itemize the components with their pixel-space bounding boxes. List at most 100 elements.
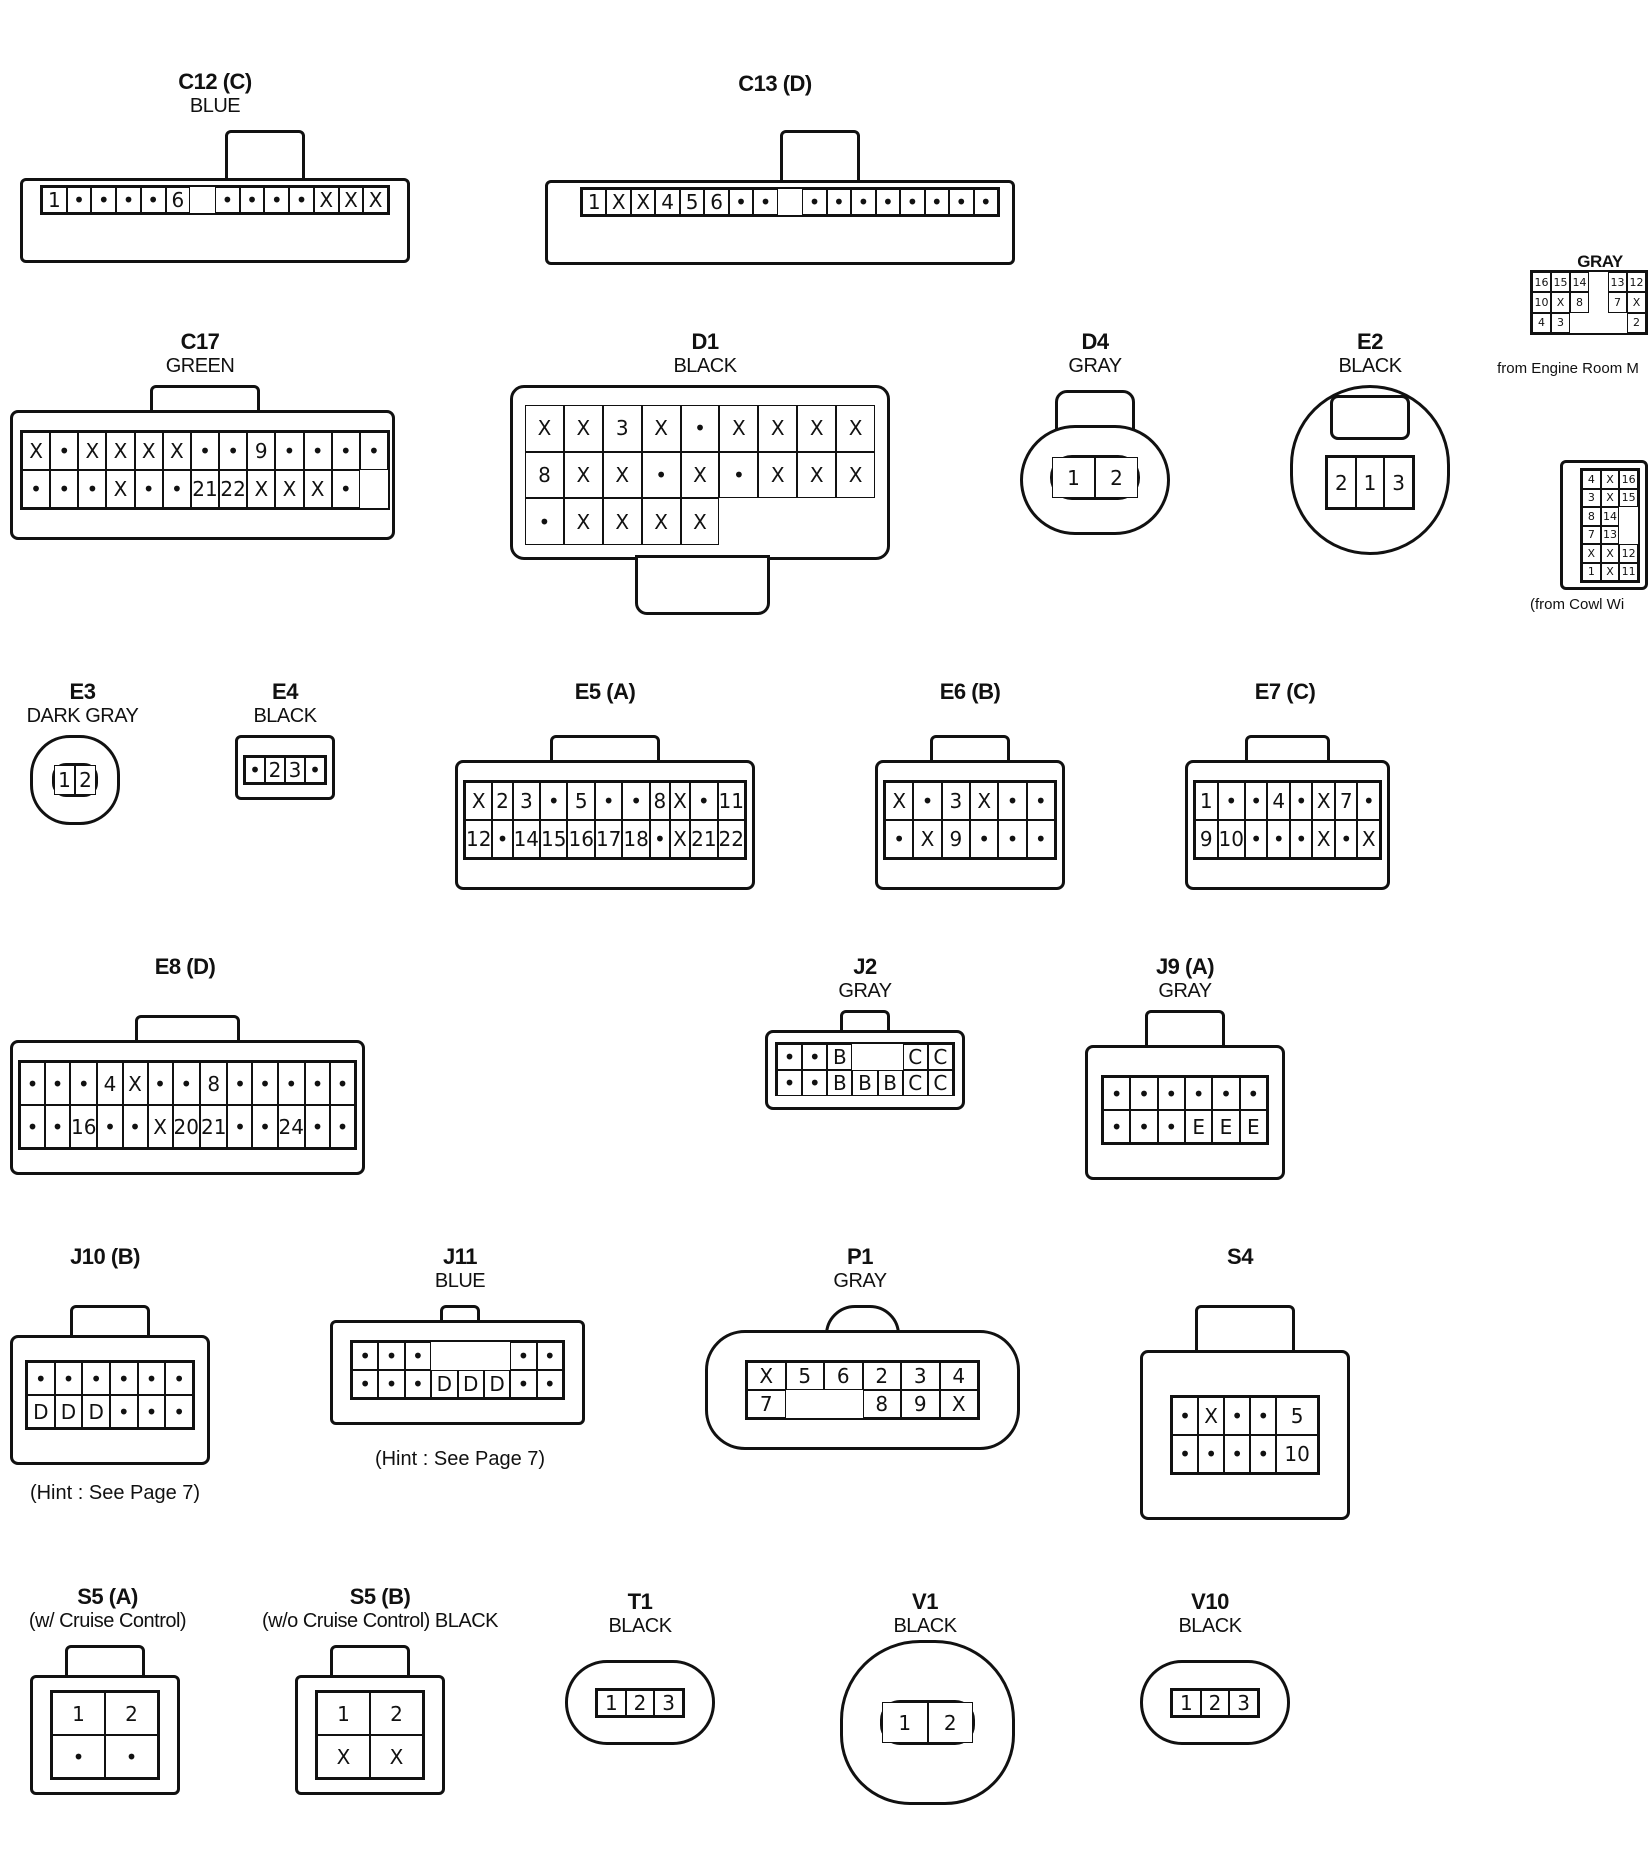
pin-cell: •: [214, 187, 240, 213]
pin-cell: X: [363, 187, 388, 213]
pin-cell: •: [492, 820, 513, 858]
pin-cell: •: [378, 1342, 405, 1370]
pin-cell: •: [1130, 1110, 1158, 1143]
pin-cell: 15: [1551, 272, 1570, 293]
pin-cell: [483, 1342, 511, 1370]
connector-color: GRAY: [833, 1270, 887, 1292]
pin-cell: X: [797, 405, 837, 452]
pin-cell: •: [973, 189, 998, 215]
pin-cell: C: [902, 1070, 928, 1096]
pin-cell: •: [1289, 820, 1313, 858]
connector-id: E8 (D): [154, 954, 216, 979]
pin-cell: X: [247, 470, 276, 508]
pin-cell: •: [70, 1062, 98, 1105]
pin-cell: 1: [317, 1692, 370, 1735]
pin-grid: •X••5••••10: [1170, 1395, 1320, 1475]
pin-cell: 6: [165, 187, 191, 213]
pin-cell: 7: [747, 1390, 786, 1418]
pin-cell: X: [1600, 470, 1620, 489]
pin-cell: •: [329, 1105, 355, 1148]
pin-cell: X: [913, 820, 942, 858]
pin-cell: [785, 1390, 824, 1418]
pin-cell: •: [998, 820, 1027, 858]
pin-cell: •: [20, 1105, 46, 1148]
pin-cell: •: [165, 1362, 193, 1395]
pin-cell: 2: [1627, 312, 1646, 333]
pin-cell: •: [190, 432, 220, 470]
pin-cell: X: [1600, 488, 1620, 507]
label-e5: E5 (A): [540, 680, 670, 704]
pin-cell: •: [239, 187, 265, 213]
pin-cell: •: [50, 470, 79, 508]
pin-cell: 1: [1172, 1690, 1201, 1716]
pin-cell: •: [50, 432, 79, 470]
pin-cell: •: [1334, 820, 1358, 858]
pin-cell: 5: [1276, 1397, 1318, 1435]
connector-color: (w/ Cruise Control): [28, 1610, 187, 1632]
pin-cell: X: [162, 432, 191, 470]
connector-id: E7 (C): [1254, 679, 1316, 704]
pin-cell: X: [1312, 820, 1335, 858]
pin-cell: 8: [649, 782, 670, 820]
pin-cell: [852, 1044, 878, 1070]
pin-cell: [1589, 312, 1608, 333]
pin-cell: •: [252, 1105, 278, 1148]
pin-cell: 16: [567, 820, 595, 858]
pin-cell: •: [510, 1370, 537, 1398]
connector-color: BLUE: [189, 95, 241, 117]
pin-cell: •: [802, 1044, 828, 1070]
pin-cell: 1: [42, 187, 67, 213]
pin-cell: D: [457, 1370, 484, 1398]
pin-cell: •: [949, 189, 974, 215]
connector-id: E3: [69, 679, 96, 704]
connector-id: E6 (B): [939, 679, 1001, 704]
pin-cell: •: [82, 1362, 110, 1395]
pin-cell: 2: [1200, 1690, 1230, 1716]
pin-cell: 13: [1608, 272, 1627, 293]
pin-cell: B: [877, 1070, 903, 1096]
pin-cell: 1: [54, 765, 75, 795]
pin-cell: 3: [602, 405, 642, 452]
pin-cell: X: [758, 405, 798, 452]
pin-cell: 3: [285, 757, 305, 783]
pin-cell: •: [66, 187, 92, 213]
label-j11: J11 BLUE: [410, 1245, 510, 1293]
connector-id: S4: [1227, 1244, 1253, 1269]
label-e7: E7 (C): [1220, 680, 1350, 704]
pin-cell: •: [137, 1362, 166, 1395]
pin-cell: [1619, 525, 1638, 544]
pin-cell: •: [20, 1062, 46, 1105]
pin-cell: •: [641, 451, 681, 499]
pin-cell: •: [134, 470, 163, 508]
pin-cell: •: [91, 187, 117, 213]
pin-cell: C: [927, 1070, 953, 1096]
pin-cell: 14: [1600, 507, 1620, 526]
pin-cell: •: [97, 1105, 123, 1148]
label-s5a: S5 (A) (w/ Cruise Control): [10, 1585, 205, 1633]
pin-cell: •: [378, 1370, 405, 1398]
pin-cell: X: [669, 820, 691, 858]
pin-cell: •: [329, 1062, 355, 1105]
connector-color: GRAY: [1158, 980, 1212, 1002]
pin-cell: •: [690, 782, 718, 820]
pin-cell: X: [630, 189, 656, 215]
pin-cell: •: [594, 782, 623, 820]
pin-cell: X: [641, 405, 681, 452]
pin-cell: 16: [1619, 470, 1638, 489]
pin-cell: •: [1244, 820, 1268, 858]
label-p1: P1 GRAY: [810, 1245, 910, 1293]
pin-cell: 2: [1095, 457, 1138, 498]
label-s5b: S5 (B) (w/o Cruise Control) BLACK: [235, 1585, 525, 1633]
pin-cell: •: [875, 189, 901, 215]
pin-cell: C: [927, 1044, 953, 1070]
connector-color: GRAY: [838, 980, 892, 1002]
